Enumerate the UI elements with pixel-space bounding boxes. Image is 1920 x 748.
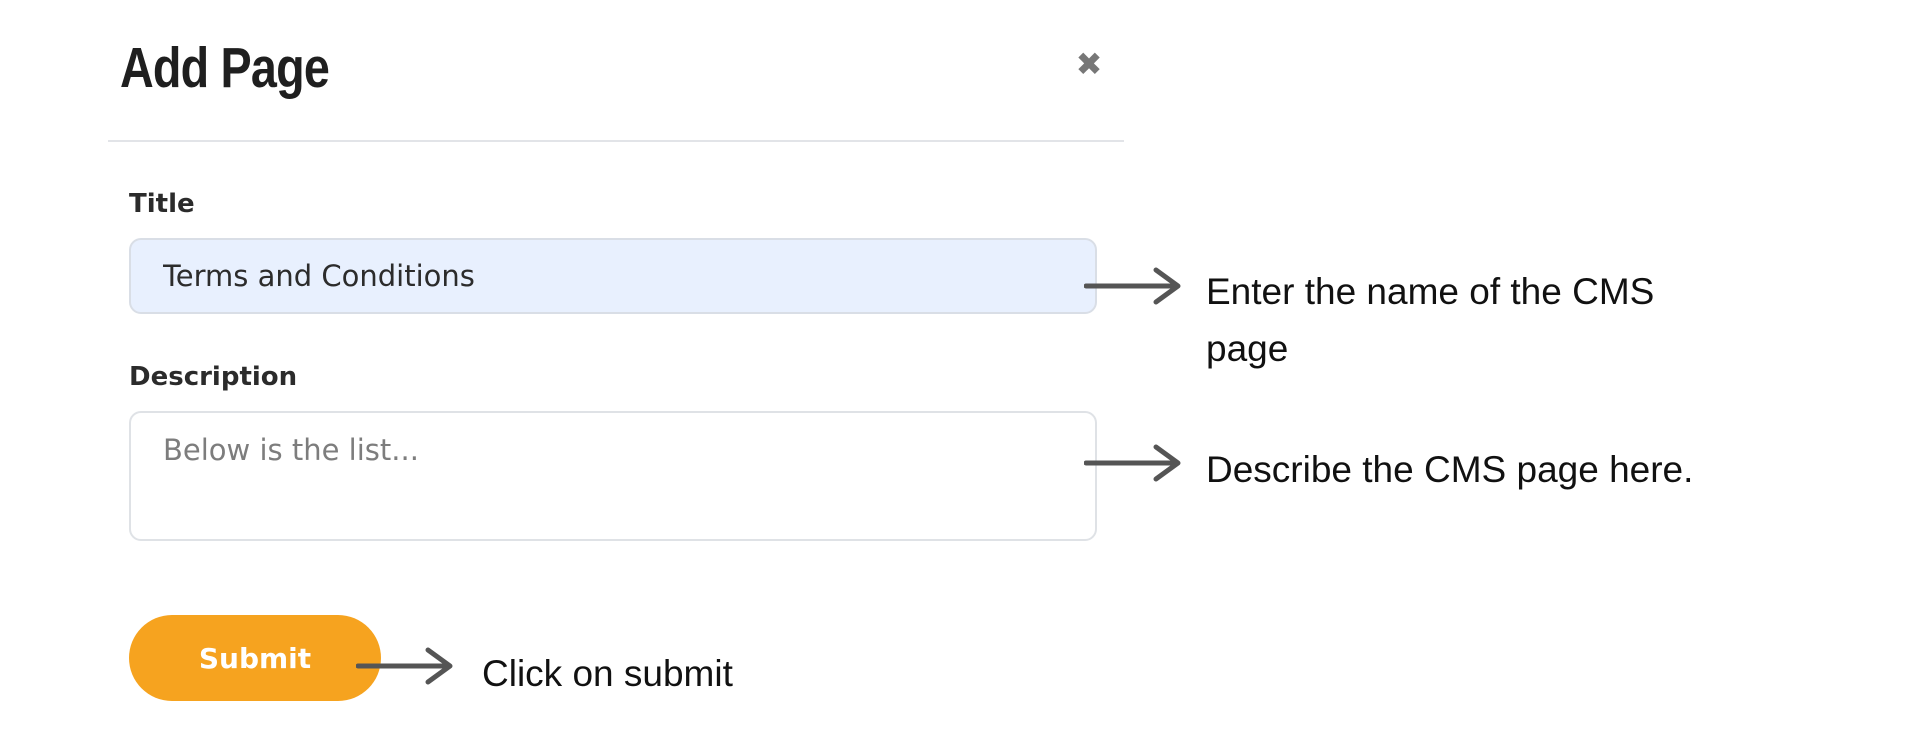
description-textarea[interactable]: [129, 411, 1097, 541]
description-annotation: Describe the CMS page here.: [1206, 449, 1694, 490]
submit-annotation: Click on submit: [482, 653, 733, 694]
modal-title: Add Page: [120, 36, 330, 100]
close-icon[interactable]: ✖: [1075, 45, 1103, 83]
arrow-right-icon: [356, 647, 453, 685]
title-label: Title: [129, 189, 195, 219]
header-divider: [108, 140, 1124, 142]
arrow-right-icon: [1084, 444, 1181, 482]
arrow-right-icon: [1084, 267, 1181, 305]
description-label: Description: [129, 362, 298, 392]
title-annotation: Enter the name of the CMS page: [1206, 271, 1655, 369]
title-input[interactable]: [129, 238, 1097, 314]
submit-button[interactable]: Submit: [129, 615, 381, 701]
